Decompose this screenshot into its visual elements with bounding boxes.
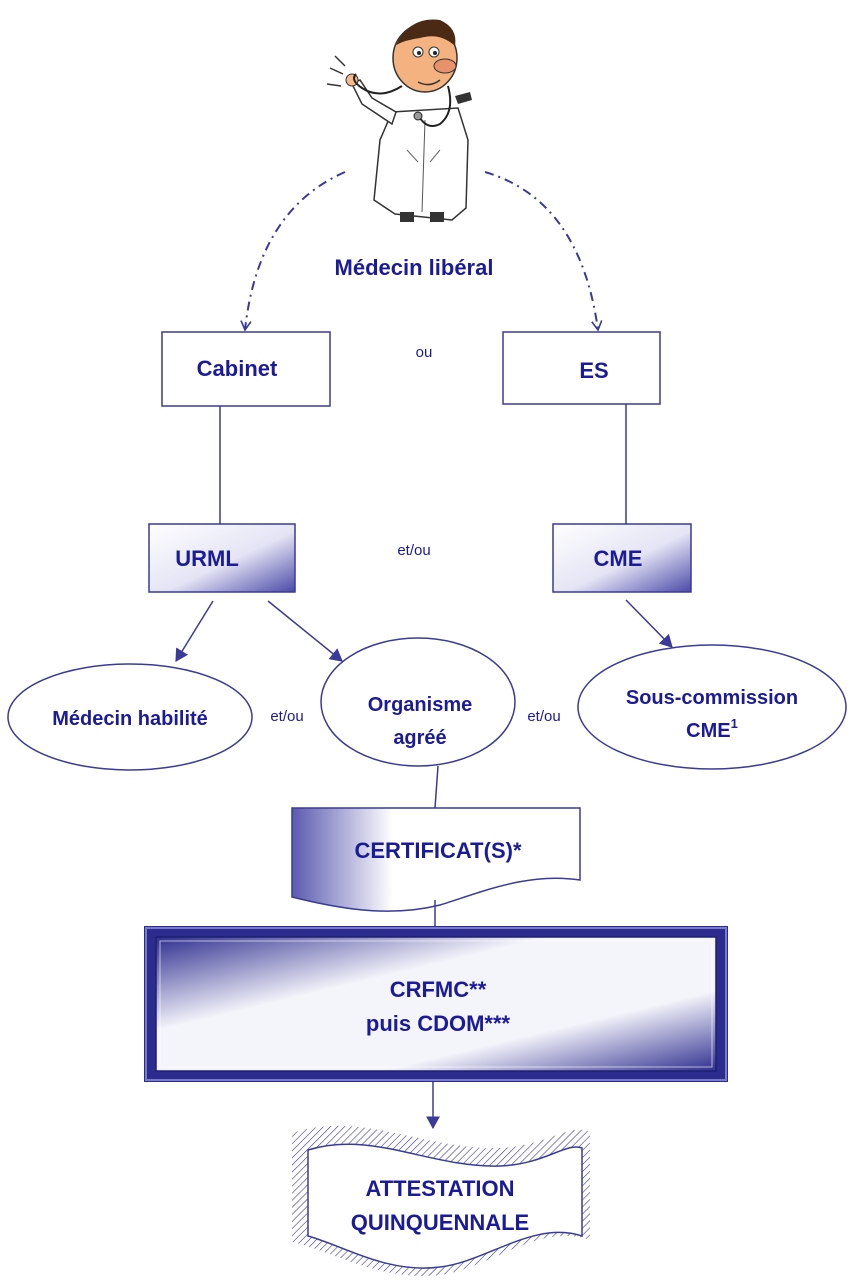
- arrow-to-cabinet: [240, 171, 346, 332]
- attestation-label-line1: ATTESTATION: [365, 1176, 514, 1201]
- medecin-habilite-label: Médecin habilité: [52, 708, 208, 730]
- connector-etou-top: et/ou: [397, 542, 430, 559]
- es-box: [502, 331, 661, 405]
- souscommission-label-line2: CME: [686, 720, 730, 742]
- crfmc-inner-highlight: [159, 940, 713, 1068]
- arrow-urml-medecin: [175, 600, 214, 662]
- arrow-cme-souscommission: [625, 599, 673, 648]
- souscommission-label-line2-group: CME1: [686, 716, 738, 742]
- crfmc-label-line2: puis CDOM***: [366, 1011, 511, 1036]
- urml-box: [148, 523, 296, 593]
- arrow-to-es: [484, 171, 603, 332]
- crfmc-label-line1: CRFMC**: [390, 977, 487, 1002]
- attestation-label-line2: QUINQUENNALE: [351, 1210, 529, 1235]
- cabinet-label: Cabinet: [197, 356, 278, 381]
- souscommission-ellipse: [577, 644, 847, 770]
- organisme-label-line2: agréé: [393, 727, 446, 749]
- crfmc-frame-highlight: [145, 927, 727, 1081]
- urml-label: URML: [175, 546, 239, 571]
- souscommission-label-line1: Sous-commission: [626, 687, 798, 709]
- footnote-marker: 1: [731, 716, 738, 731]
- line-organisme-certificat: [434, 765, 439, 809]
- es-label: ES: [579, 358, 608, 383]
- doctor-label: Médecin libéral: [335, 255, 494, 280]
- cme-box: [552, 523, 692, 593]
- certificat-shape: [291, 807, 581, 912]
- organisme-label-line1: Organisme: [368, 694, 472, 716]
- connector-etou-right: et/ou: [527, 708, 560, 725]
- arrow-urml-organisme: [267, 600, 343, 662]
- connector-ou: ou: [416, 344, 433, 361]
- medecin-habilite-ellipse: [7, 663, 253, 771]
- certificat-label: CERTIFICAT(S)*: [354, 838, 521, 863]
- crfmc-inner-box: [155, 936, 717, 1072]
- doctor-icon: [326, 19, 472, 222]
- organisme-agree-ellipse: [320, 637, 516, 767]
- connector-etou-left: et/ou: [270, 708, 303, 725]
- cme-label: CME: [594, 546, 643, 571]
- cabinet-box: [161, 331, 331, 407]
- attestation-shape: [307, 1143, 583, 1269]
